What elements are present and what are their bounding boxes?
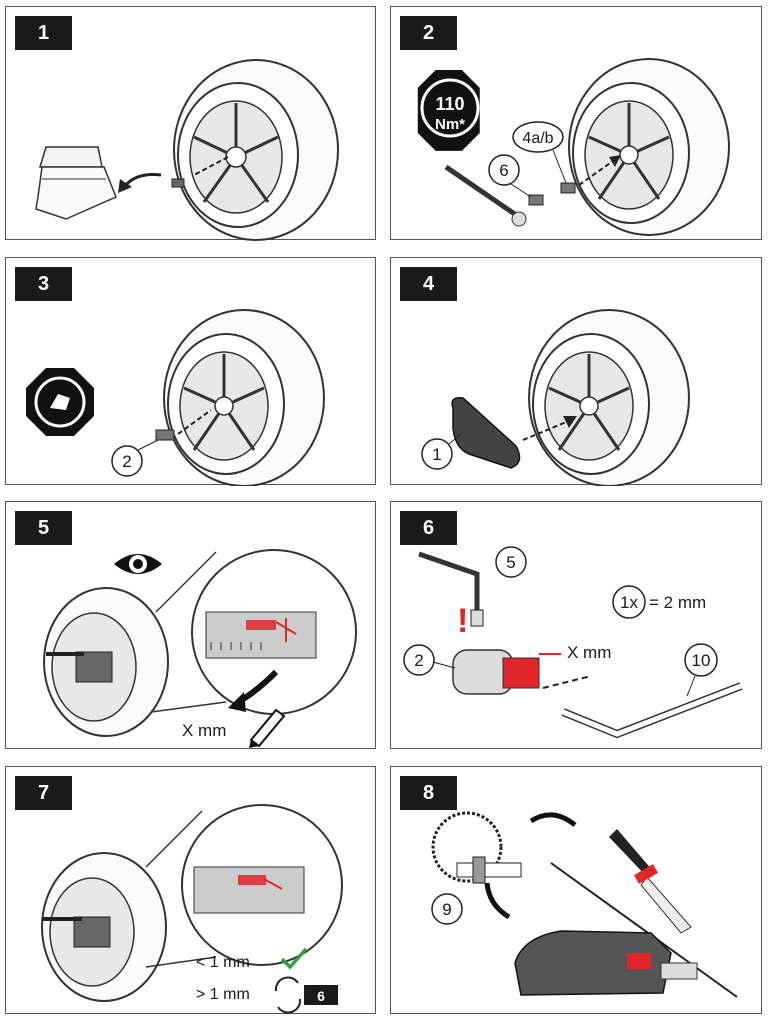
step-5-badge: 5 [15, 511, 72, 545]
repeat-icon [274, 976, 302, 1014]
wheel [528, 309, 690, 486]
step-2-badge: 2 [400, 16, 457, 50]
key-chain-icon [431, 811, 522, 884]
svg-text:2: 2 [414, 651, 423, 670]
step-5-panel: 5 X mm [5, 501, 376, 749]
step-2-panel: 2 110 Nm* 6 4a/b [390, 6, 762, 240]
adapter-large-icon [452, 649, 540, 695]
rotation-icon: 1x [612, 585, 646, 619]
step-1-panel: 1 [5, 6, 376, 241]
locking-bolt-icon [560, 182, 576, 194]
torque-octagon-icon: 110 Nm* [417, 70, 480, 151]
less-than-label: < 1 mm [196, 954, 250, 971]
magnifier-circle [181, 804, 343, 966]
svg-text:5: 5 [506, 553, 515, 572]
svg-text:10: 10 [692, 651, 711, 670]
callout-5: 5 [495, 546, 527, 578]
measure-label: X mm [182, 721, 226, 740]
torque-unit: Nm* [435, 116, 465, 133]
magnifier-circle [191, 549, 357, 715]
power-tool-icon [514, 930, 698, 996]
callout-1: 1 [421, 433, 462, 470]
step-8-panel: 8 9 [390, 766, 762, 1014]
adapter-icon [528, 194, 544, 206]
step-7-badge: 7 [15, 776, 72, 810]
hand-tighten-octagon-icon [26, 368, 94, 436]
measure-label: X mm [567, 643, 611, 662]
step-1-badge: 1 [15, 16, 72, 50]
callout-2: 2 [403, 644, 456, 676]
storage-case-icon [35, 146, 117, 220]
torque-wrench-icon [444, 164, 527, 227]
knife-icon [609, 829, 692, 934]
callout-6: 6 [488, 154, 532, 198]
step-4-panel: 4 1 [390, 257, 762, 486]
removal-dashed-line [193, 156, 229, 176]
step-1-illustration [35, 59, 339, 241]
eye-icon [114, 554, 162, 574]
step-4-badge: 4 [400, 267, 457, 301]
torque-value: 110 [435, 94, 464, 114]
adapter-icon [155, 429, 175, 441]
arrow-to-case [122, 173, 162, 188]
svg-text:1: 1 [432, 445, 441, 464]
step-6-badge: 6 [400, 511, 457, 545]
step-8-badge: 8 [400, 776, 457, 810]
step-5-illustration: X mm [43, 549, 357, 748]
step-6-panel: 6 5 ! 2 X mm 10 [390, 501, 762, 749]
sensor-housing-icon [451, 396, 521, 469]
pencil-icon [249, 708, 286, 748]
step-6-illustration: 5 ! 2 X mm 10 1x = 2 mm [403, 546, 743, 739]
callout-4ab: 4a/b [512, 121, 567, 184]
hex-key-large-icon [561, 682, 743, 739]
arrow-to-tool [484, 882, 511, 920]
step-7-panel: 7 < 1 mm > 1 mm 6 [5, 766, 376, 1014]
wheel [163, 309, 325, 486]
hex-key-small-icon [418, 551, 484, 627]
wheel [173, 59, 339, 241]
step-7-illustration: < 1 mm > 1 mm 6 [41, 804, 343, 1014]
callout-10: 10 [684, 643, 718, 697]
locking-bolt-icon [171, 178, 185, 188]
wheel [43, 587, 169, 737]
wheel [568, 58, 730, 236]
callout-9: 9 [431, 893, 463, 925]
svg-text:9: 9 [442, 900, 451, 919]
step-3-badge: 3 [15, 267, 72, 301]
svg-text:4a/b: 4a/b [522, 130, 553, 147]
step-4-illustration: 1 [421, 309, 690, 486]
repeat-step-badge [304, 985, 338, 1005]
turn-equals: = 2 mm [649, 593, 706, 612]
turn-count: 1x [620, 593, 638, 612]
svg-text:2: 2 [122, 452, 131, 471]
step-3-illustration: 2 [26, 309, 325, 486]
wheel [41, 852, 167, 1002]
repeat-step-number: 6 [317, 988, 325, 1004]
check-icon [280, 947, 308, 970]
step-8-illustration: 9 [431, 811, 738, 998]
step-3-panel: 3 2 [5, 257, 376, 486]
arrow-to-knife [529, 812, 577, 827]
svg-text:6: 6 [499, 161, 508, 180]
step-2-illustration: 110 Nm* 6 4a/b [417, 58, 730, 236]
callout-2: 2 [111, 439, 159, 477]
warning-mark: ! [457, 602, 468, 640]
greater-than-label: > 1 mm [196, 986, 250, 1003]
